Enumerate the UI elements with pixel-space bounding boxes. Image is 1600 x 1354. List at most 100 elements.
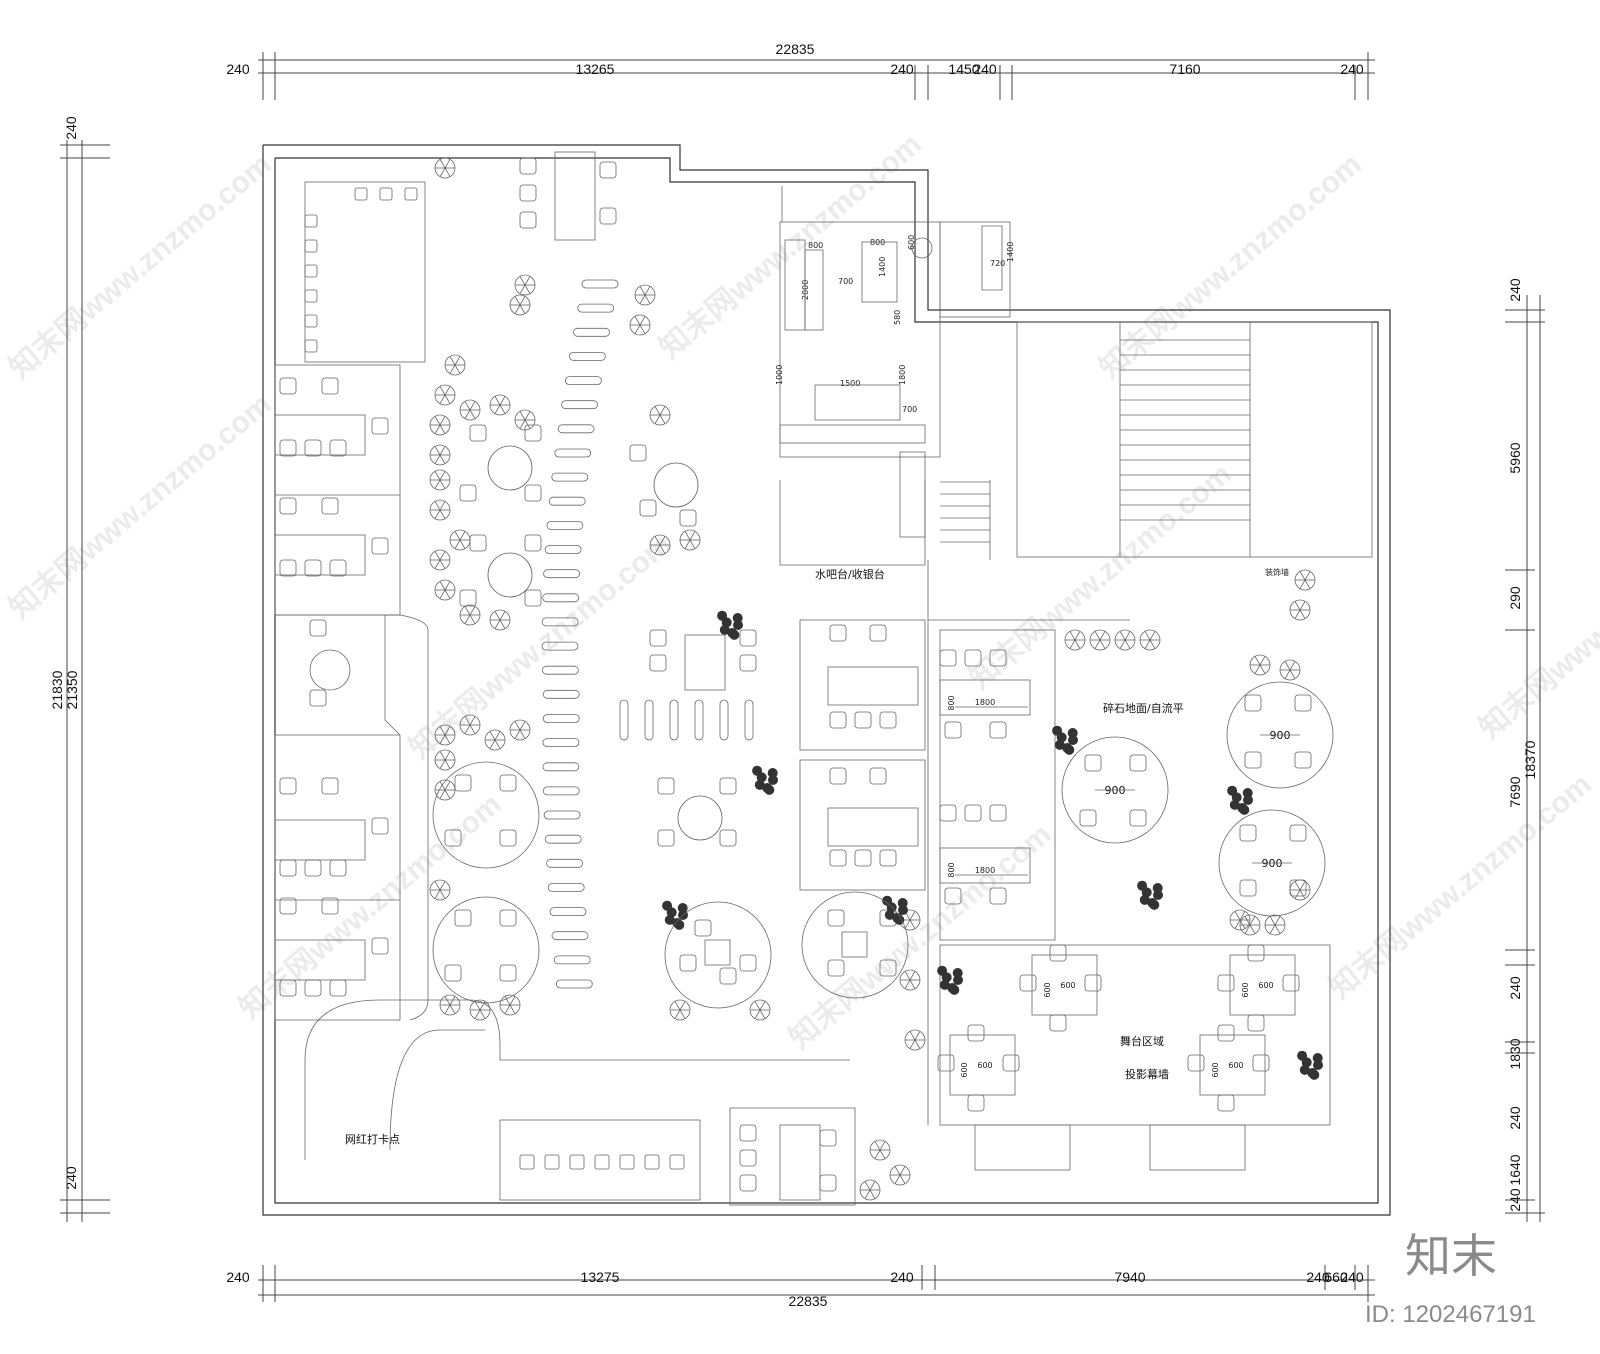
dim-bottom-seg: 660 — [1324, 1269, 1348, 1285]
plant-vein — [519, 721, 526, 731]
plant-vein — [1234, 919, 1241, 929]
shrub-leaf — [1153, 890, 1163, 900]
large-round-tables — [309, 445, 909, 1009]
plant-vein — [439, 734, 446, 744]
stepping-stone — [551, 931, 589, 941]
plant-vein — [439, 889, 446, 899]
bottom-dimensions: 240 13275 240 7940 240 660 240 22835 — [226, 1265, 1375, 1309]
outer-walls — [262, 144, 1391, 1216]
stepping-stone — [546, 858, 583, 868]
shrub-leaf — [1139, 894, 1150, 905]
chair — [524, 589, 542, 607]
dim-left-top: 240 — [63, 116, 79, 140]
shrub-leaf — [1313, 1060, 1323, 1070]
chair — [1289, 824, 1307, 842]
plant-vein — [489, 739, 496, 749]
chair — [964, 649, 982, 667]
plant-vein — [439, 781, 446, 791]
plant-vein — [469, 724, 476, 734]
dim-right-seg: 240 — [1507, 1188, 1523, 1212]
chair — [1084, 754, 1102, 772]
chair — [1084, 974, 1102, 992]
dim-right-seg: 5960 — [1507, 442, 1523, 473]
plant-vein — [759, 1001, 766, 1011]
chair — [854, 849, 872, 867]
stepping-stone — [548, 496, 586, 506]
plant-vein — [909, 1039, 916, 1049]
kitchen-dim: 800 — [870, 238, 885, 247]
plant-vein — [444, 789, 451, 799]
plant-vein — [1299, 609, 1306, 619]
plant-icon — [1294, 569, 1316, 591]
table-900-label: 900 — [1105, 784, 1126, 797]
plant-icon — [869, 1139, 891, 1161]
plant-vein — [444, 751, 451, 761]
square-tables-600: 600 600 600 600 600 600 600 600 — [949, 954, 1296, 1096]
stepping-stone — [542, 665, 579, 675]
chair — [819, 1174, 837, 1192]
stage-area-label: 舞台区域 — [1120, 1034, 1164, 1048]
plant-vein — [1254, 664, 1261, 674]
plant-vein — [444, 996, 451, 1006]
plant-vein — [1099, 631, 1106, 641]
plant-vein — [519, 304, 526, 314]
plant-vein — [674, 1001, 681, 1011]
chair — [937, 1054, 955, 1072]
chair — [1049, 1014, 1067, 1032]
dim-right-seg: 240 — [1507, 976, 1523, 1000]
booth-800-label: 800 — [947, 862, 956, 877]
chair — [829, 624, 847, 642]
chair — [879, 711, 897, 729]
branding: 知末 ID: 1202467191 — [1365, 1229, 1536, 1328]
shrub-leaf — [937, 965, 948, 976]
booths-1800: 1800 800 1800 800 — [939, 679, 1031, 884]
plant-vein — [439, 416, 446, 426]
plant-vein — [494, 739, 501, 749]
dim-bottom-seg: 240 — [1306, 1269, 1330, 1285]
plant-vein — [1289, 669, 1296, 679]
plant-vein — [514, 729, 521, 739]
chair — [371, 537, 389, 555]
kitchen-dimensions: 800 800 600 2000 700 1400 1400 720 580 1… — [775, 225, 1015, 444]
kitchen-dim: 2000 — [801, 280, 810, 300]
chair — [1247, 1014, 1265, 1032]
chair — [739, 1124, 757, 1142]
plant-vein — [634, 316, 641, 326]
plant-vein — [1299, 579, 1306, 589]
chair — [739, 1149, 757, 1167]
plant-vein — [524, 419, 531, 429]
chair — [1217, 1094, 1235, 1112]
chair — [1294, 694, 1312, 712]
plant-icon — [434, 157, 456, 179]
shrub-leaf — [898, 905, 908, 915]
plant-vein — [449, 1004, 456, 1014]
chair — [519, 184, 537, 202]
plant-vein — [494, 731, 501, 741]
bar-stool — [379, 187, 393, 201]
plant-vein — [1274, 916, 1281, 926]
chair — [524, 424, 542, 442]
plant-vein — [654, 544, 661, 554]
chair — [1002, 1054, 1020, 1072]
shrub-leaf — [952, 968, 963, 978]
plant-vein — [654, 406, 661, 416]
dim-top-seg: 7160 — [1169, 61, 1200, 77]
shrub-leaf — [754, 779, 765, 790]
plant-vein — [1099, 639, 1106, 649]
plant-icon — [509, 294, 531, 316]
plant-vein — [899, 1174, 906, 1184]
chair — [499, 964, 517, 982]
plant-vein — [514, 721, 521, 731]
plants-layer — [429, 157, 1323, 1201]
plant-vein — [464, 716, 471, 726]
plant-vein — [499, 619, 506, 629]
plant-vein — [469, 409, 476, 419]
shrub-icon — [717, 610, 743, 640]
chair — [819, 1129, 837, 1147]
dim-right-seg: 290 — [1507, 586, 1523, 610]
chair — [1239, 879, 1257, 897]
chair — [321, 497, 339, 515]
plant-vein — [434, 479, 441, 489]
dim-bottom-seg: 240 — [226, 1269, 250, 1285]
kitchen-dim: 1800 — [898, 365, 907, 385]
